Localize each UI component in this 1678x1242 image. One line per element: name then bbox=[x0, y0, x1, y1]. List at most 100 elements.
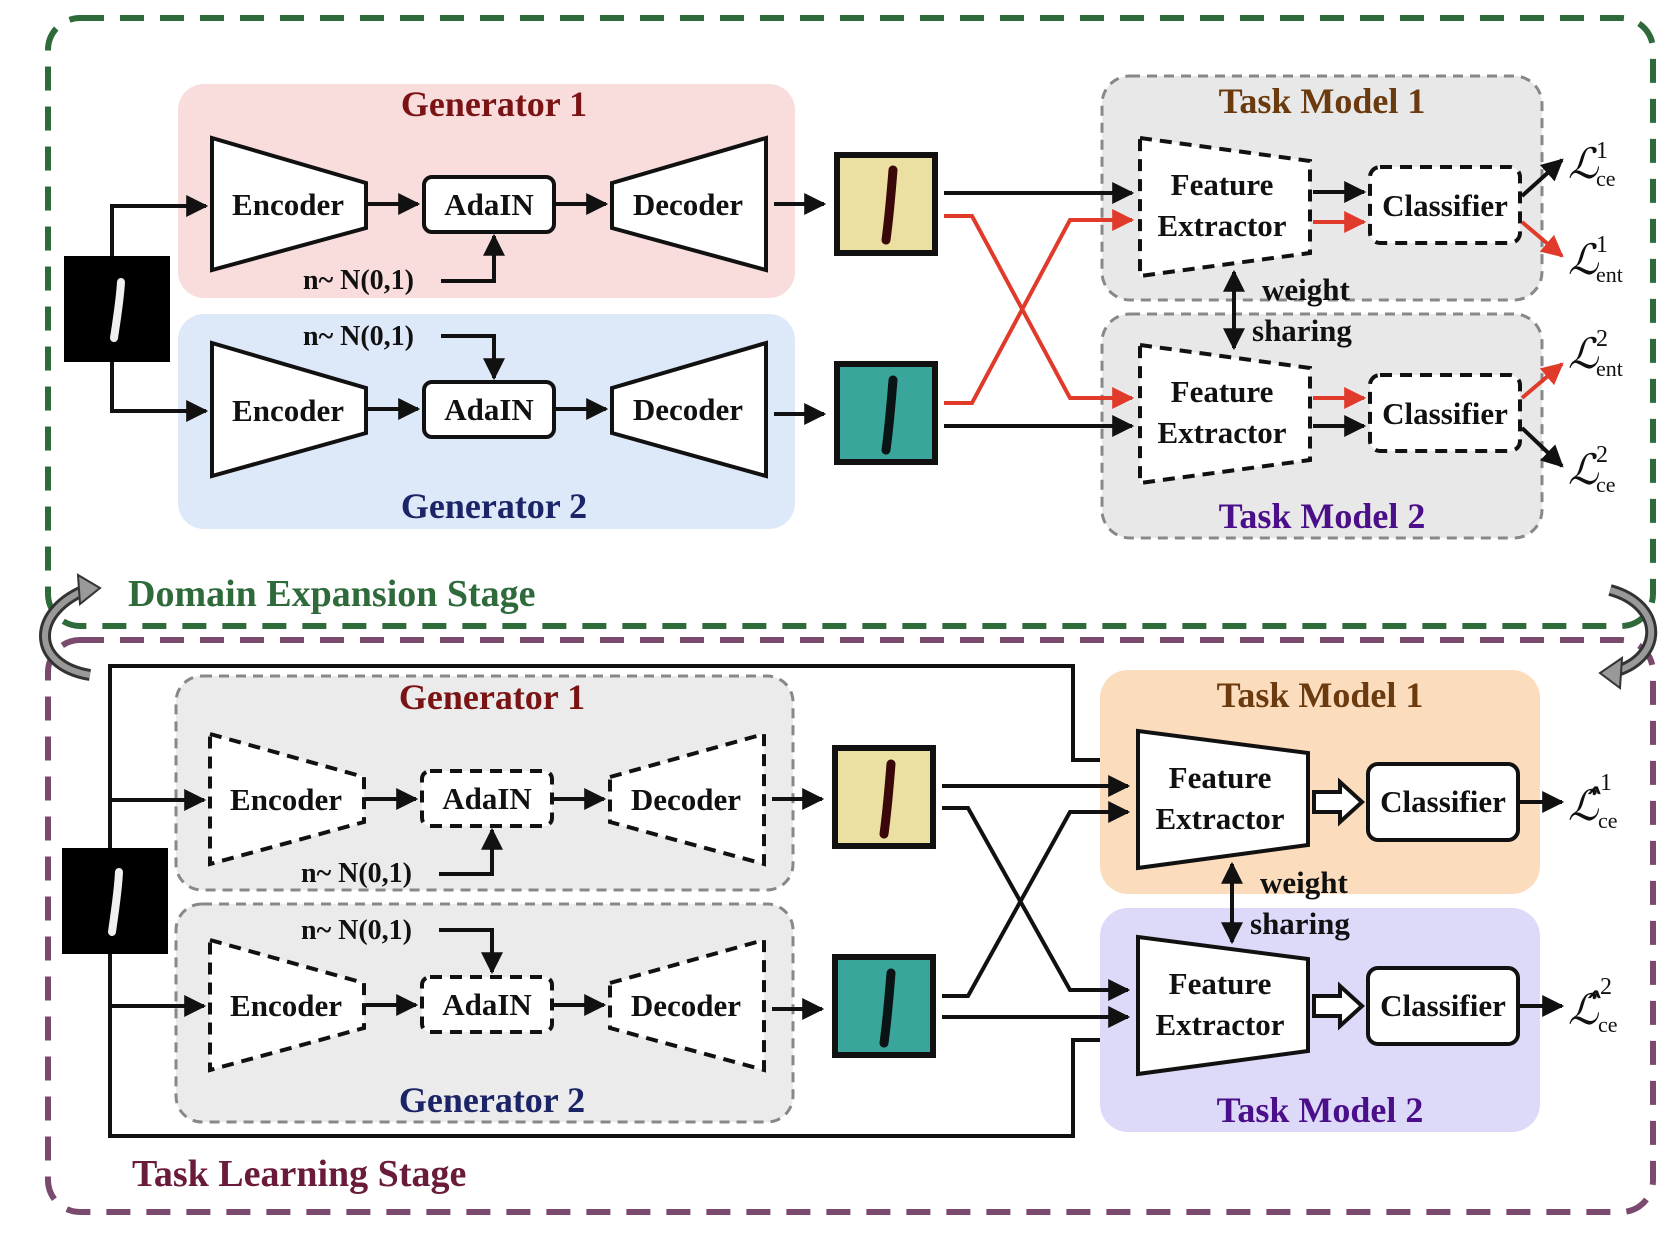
feature-extractor-1-train-label-line2: Extractor bbox=[1155, 801, 1284, 836]
classifier-1-train-label: Classifier bbox=[1380, 784, 1506, 819]
loss-ce-hat-1-sup: 1 bbox=[1600, 770, 1612, 796]
loss-ce-hat-2-sup: 2 bbox=[1600, 974, 1612, 1000]
loss-ent-2-sub: ent bbox=[1596, 356, 1623, 381]
input-bypass-to-fe1-arrow bbox=[108, 664, 1131, 848]
task-model-1-title: Task Model 1 bbox=[1219, 81, 1426, 121]
feature-extractor-1-train-label-line1: Feature bbox=[1169, 760, 1272, 795]
feature-extractor-2-train-label-line1: Feature bbox=[1169, 966, 1272, 1001]
adain-2-label: AdaIN bbox=[444, 392, 534, 427]
noise-1-label: n~ N(0,1) bbox=[303, 265, 414, 296]
task-model-1-train-title: Task Model 1 bbox=[1217, 675, 1424, 715]
decoder-1-label: Decoder bbox=[633, 187, 743, 222]
noise-1-arrow bbox=[441, 233, 505, 283]
encoder-1-label: Encoder bbox=[232, 187, 344, 222]
noise-2-label: n~ N(0,1) bbox=[303, 321, 414, 352]
adain-1-frozen bbox=[420, 769, 554, 828]
cycle-arrow-icon bbox=[1598, 584, 1658, 690]
classifier-2-label: Classifier bbox=[1382, 396, 1508, 431]
encoder-2-label: Encoder bbox=[232, 393, 344, 428]
decoder-2-label: Decoder bbox=[633, 392, 743, 427]
loss-ent-2-symbol: ℒ bbox=[1568, 332, 1599, 378]
digit-one-icon bbox=[881, 165, 898, 245]
generated-image-1-bottom bbox=[832, 745, 936, 849]
generator-2-frozen-title: Generator 2 bbox=[399, 1080, 585, 1120]
loss-ce-1-sup: 1 bbox=[1596, 138, 1608, 164]
digit-one-icon bbox=[108, 868, 123, 936]
loss-ent-1-symbol: ℒ bbox=[1568, 238, 1599, 284]
classifier-2 bbox=[1368, 373, 1522, 453]
feature-extractor-1-label-line1: Feature bbox=[1171, 167, 1274, 202]
decoder-1-frozen-label: Decoder bbox=[631, 782, 741, 817]
loss-ce-hat-2: ℒ̂ 2 ce bbox=[1568, 974, 1618, 1037]
generated-image-2-bottom bbox=[832, 954, 936, 1058]
loss-ce-2-sub: ce bbox=[1596, 472, 1616, 497]
feature-extractor-2-label-line2: Extractor bbox=[1157, 415, 1286, 450]
adain-1 bbox=[422, 175, 556, 234]
encoder-2-frozen bbox=[208, 937, 366, 1073]
loss-ce-2-symbol: ℒ bbox=[1568, 448, 1599, 494]
task-learning-stage-title: Task Learning Stage bbox=[132, 1153, 466, 1195]
image-2-to-fe1-red-arrow bbox=[944, 209, 1135, 405]
digit-one-icon bbox=[879, 968, 896, 1048]
adain-2 bbox=[422, 380, 556, 439]
encoder-1 bbox=[210, 135, 368, 273]
loss-ce-hat-1-symbol: ℒ̂ bbox=[1568, 784, 1601, 830]
weight-label-bottom: weight bbox=[1260, 865, 1349, 900]
loss-ent-1-sup: 1 bbox=[1596, 232, 1608, 258]
encoder-1-frozen bbox=[208, 731, 366, 867]
classifier-1-to-loss-ent-arrow bbox=[1520, 220, 1564, 258]
encoder-1-frozen-label: Encoder bbox=[230, 782, 342, 817]
loss-ce-1-symbol: ℒ bbox=[1568, 142, 1599, 188]
loss-ce-hat-1: ℒ̂ 1 ce bbox=[1568, 770, 1618, 833]
decoder-1 bbox=[610, 135, 768, 273]
loss-ce-2-sup: 2 bbox=[1596, 442, 1608, 468]
task-learning-stage-frame bbox=[45, 637, 1656, 1215]
classifier-2-to-loss-ent-arrow bbox=[1520, 362, 1564, 400]
feature-extractor-2 bbox=[1138, 342, 1312, 486]
task-model-2-title: Task Model 2 bbox=[1219, 496, 1426, 536]
classifier-2-train-label: Classifier bbox=[1380, 988, 1506, 1023]
classifier-2-to-loss-ce-arrow bbox=[1520, 426, 1564, 468]
noise-1-frozen-arrow bbox=[439, 827, 503, 876]
sharing-label: sharing bbox=[1252, 313, 1352, 348]
loss-ce-hat-2-symbol: ℒ̂ bbox=[1568, 988, 1601, 1034]
sharing-label-bottom: sharing bbox=[1250, 906, 1350, 941]
task-model-2-train-title: Task Model 2 bbox=[1217, 1090, 1424, 1130]
decoder-2 bbox=[610, 340, 768, 479]
digit-one-icon bbox=[110, 278, 125, 342]
loss-ce-2: ℒ 2 ce bbox=[1568, 442, 1616, 497]
generator-1-title: Generator 1 bbox=[401, 84, 587, 124]
fe2-to-classifier-2-hollow-arrow bbox=[1312, 981, 1365, 1031]
generator-1-frozen-title: Generator 1 bbox=[399, 677, 585, 717]
domain-expansion-stage-title: Domain Expansion Stage bbox=[128, 573, 536, 615]
input-to-encoder-2-arrow bbox=[110, 362, 209, 422]
classifier-1-label: Classifier bbox=[1382, 188, 1508, 223]
loss-ent-2-sup: 2 bbox=[1596, 326, 1608, 352]
fe1-to-classifier-1-hollow-arrow bbox=[1312, 777, 1365, 827]
cycle-arrow-icon bbox=[39, 573, 102, 681]
classifier-1 bbox=[1368, 165, 1522, 245]
classifier-1-train bbox=[1366, 762, 1520, 842]
loss-ent-1-sub: ent bbox=[1596, 262, 1623, 287]
encoder-2-frozen-label: Encoder bbox=[230, 988, 342, 1023]
digit-one-icon bbox=[879, 759, 896, 839]
adain-1-frozen-label: AdaIN bbox=[442, 781, 532, 816]
image-1-bottom-to-fe2-arrow bbox=[942, 806, 1131, 1001]
loss-ce-1-sub: ce bbox=[1596, 166, 1616, 191]
feature-extractor-2-label-line1: Feature bbox=[1171, 374, 1274, 409]
classifier-1-to-loss-ce-arrow bbox=[1520, 158, 1564, 198]
adain-2-frozen-label: AdaIN bbox=[442, 987, 532, 1022]
feature-extractor-1-train bbox=[1136, 728, 1310, 871]
feature-extractor-2-train-label-line2: Extractor bbox=[1155, 1007, 1284, 1042]
decoder-1-frozen bbox=[608, 731, 766, 867]
input-to-encoder-1-arrow bbox=[110, 195, 209, 256]
loss-ce-hat-2-sub: ce bbox=[1598, 1012, 1618, 1037]
generated-image-1 bbox=[834, 152, 938, 256]
input-digit-image-bottom bbox=[62, 848, 168, 954]
input-bypass-to-fe2-arrow bbox=[108, 954, 1131, 1138]
loss-ent-2: ℒ 2 ent bbox=[1568, 326, 1623, 381]
adain-2-frozen bbox=[420, 975, 554, 1034]
domain-expansion-stage-frame bbox=[45, 15, 1656, 629]
encoder-2 bbox=[210, 340, 368, 479]
